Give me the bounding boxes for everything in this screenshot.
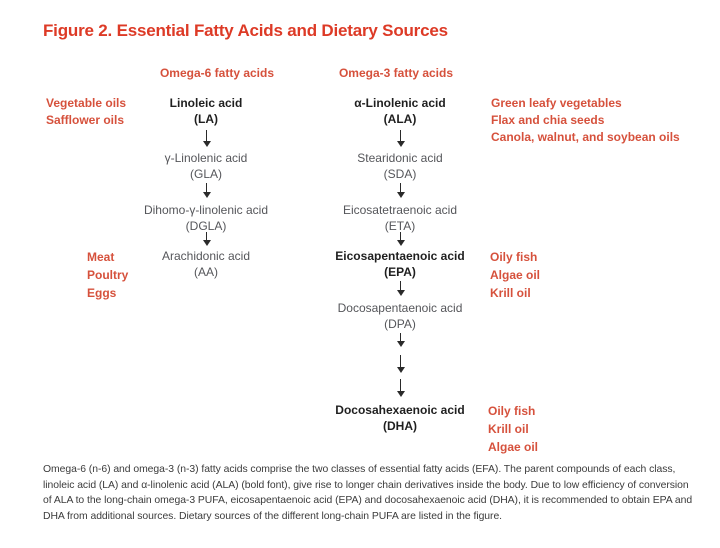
node-name: Eicosapentaenoic acid [335,249,465,263]
node-abbr: (DGLA) [185,219,227,233]
node-name: Dihomo-γ-linolenic acid [143,203,269,217]
source-line: Safflower oils [46,113,125,127]
source-line: Green leafy vegetables [491,96,622,110]
sources-dha: Oily fish Krill oil Algae oil [488,402,538,456]
node-abbr: (AA) [194,265,218,279]
source-line: Canola, walnut, and soybean oils [491,130,680,144]
down-arrow-icon [396,130,405,147]
node-name: α-Linolenic acid [354,96,446,110]
source-line: Vegetable oils [46,96,127,110]
node-eicosatetraenoic-acid: Eicosatetraenoic acid (ETA) [300,202,500,234]
node-abbr: (DHA) [383,419,417,433]
down-arrow-icon [396,333,405,347]
source-line: Algae oil [488,440,539,454]
down-arrow-icon [202,232,211,246]
source-line: Poultry [87,268,129,282]
node-arachidonic-acid: Arachidonic acid (AA) [106,248,306,280]
node-abbr: (GLA) [189,167,222,181]
down-arrow-icon [396,183,405,198]
node-name: Linoleic acid [169,96,243,110]
node-abbr: (DPA) [384,317,416,331]
node-abbr: (EPA) [384,265,416,279]
node-eicosapentaenoic-acid: Eicosapentaenoic acid (EPA) [300,248,500,280]
node-name: Arachidonic acid [161,249,251,263]
node-dihomo-gamma-linolenic-acid: Dihomo-γ-linolenic acid (DGLA) [106,202,306,234]
source-line: Algae oil [490,268,541,282]
node-abbr: (ETA) [384,219,416,233]
source-line: Krill oil [490,286,531,300]
figure-caption: Omega-6 (n-6) and omega-3 (n-3) fatty ac… [43,464,693,523]
down-arrow-icon [396,355,405,373]
figure-title: Figure 2. Essential Fatty Acids and Diet… [43,21,448,40]
down-arrow-icon [202,183,211,198]
node-linoleic-acid: Linoleic acid (LA) [106,95,306,127]
sources-alpha-linolenic-acid: Green leafy vegetables Flax and chia see… [491,95,680,146]
source-line: Flax and chia seeds [491,113,605,127]
source-line: Meat [87,250,115,264]
node-name: γ-Linolenic acid [164,151,248,165]
down-arrow-icon [396,281,405,296]
sources-epa: Oily fish Algae oil Krill oil [490,248,540,302]
node-name: Docosapentaenoic acid [337,301,463,315]
node-name: Eicosatetraenoic acid [342,203,458,217]
node-docosahexaenoic-acid: Docosahexaenoic acid (DHA) [300,402,500,434]
source-line: Oily fish [488,404,536,418]
down-arrow-icon [396,232,405,246]
node-gamma-linolenic-acid: γ-Linolenic acid (GLA) [106,150,306,182]
node-name: Stearidonic acid [357,151,443,165]
omega3-column-header: Omega-3 fatty acids [338,66,454,80]
sources-linoleic-acid: Vegetable oils Safflower oils [46,95,126,129]
down-arrow-icon [202,130,211,147]
node-name: Docosahexaenoic acid [335,403,465,417]
node-abbr: (SDA) [383,167,417,181]
node-abbr: (LA) [194,112,218,126]
down-arrow-icon [396,379,405,397]
sources-arachidonic-acid: Meat Poultry Eggs [87,248,128,302]
source-line: Oily fish [490,250,538,264]
node-stearidonic-acid: Stearidonic acid (SDA) [300,150,500,182]
omega6-column-header: Omega-6 fatty acids [159,66,275,80]
source-line: Eggs [87,286,117,300]
node-alpha-linolenic-acid: α-Linolenic acid (ALA) [300,95,500,127]
node-docosapentaenoic-acid: Docosapentaenoic acid (DPA) [300,300,500,332]
node-abbr: (ALA) [383,112,417,126]
source-line: Krill oil [488,422,529,436]
